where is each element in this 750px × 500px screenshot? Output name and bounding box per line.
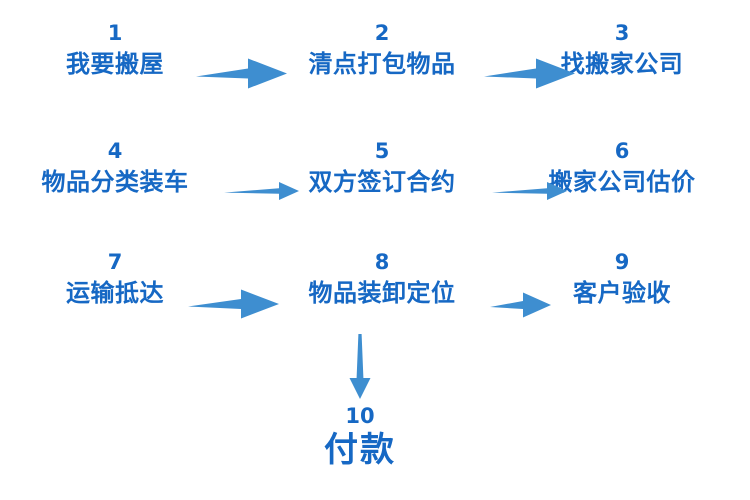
step-label-5: 双方签订合约 — [308, 168, 456, 197]
step-number-1: 1 — [107, 21, 123, 45]
step-node-1: 1 我要搬屋 — [66, 22, 164, 77]
step-node-7: 7 运输抵达 — [66, 251, 164, 306]
step-label-8: 物品装卸定位 — [308, 279, 456, 308]
step-number-3: 3 — [614, 21, 630, 45]
step-label-4: 物品分类装车 — [41, 168, 189, 197]
step-number-6: 6 — [614, 139, 630, 163]
step-label-9: 客户验收 — [573, 279, 671, 308]
step-label-6: 搬家公司估价 — [548, 168, 696, 197]
step-number-4: 4 — [107, 139, 123, 163]
arrow-right-icon-7-to-8 — [188, 288, 280, 320]
arrow-right-icon-2-to-3 — [484, 57, 576, 91]
step-node-2: 2 清点打包物品 — [309, 22, 456, 77]
step-label-2: 清点打包物品 — [308, 50, 456, 79]
arrow-right-icon-8-to-9 — [490, 291, 552, 319]
arrow-right-icon-1-to-2 — [196, 57, 288, 91]
step-number-2: 2 — [374, 21, 390, 45]
step-number-10: 10 — [345, 404, 375, 428]
step-label-3: 找搬家公司 — [560, 50, 684, 79]
step-label-10: 付款 — [324, 430, 396, 471]
step-node-5: 5 双方签订合约 — [309, 140, 456, 195]
step-number-5: 5 — [374, 139, 390, 163]
step-number-8: 8 — [374, 250, 390, 274]
step-label-7: 运输抵达 — [66, 279, 164, 308]
step-number-7: 7 — [107, 250, 123, 274]
arrow-right-icon-4-to-5 — [224, 180, 300, 202]
step-node-3: 3 找搬家公司 — [561, 22, 684, 77]
arrow-down-icon-8-to-10 — [344, 334, 376, 400]
step-number-9: 9 — [614, 250, 630, 274]
step-node-9: 9 客户验收 — [573, 251, 671, 306]
step-node-6: 6 搬家公司估价 — [549, 140, 696, 195]
step-node-10: 10 付款 — [324, 405, 396, 469]
step-label-1: 我要搬屋 — [66, 50, 164, 79]
step-node-8: 8 物品装卸定位 — [309, 251, 456, 306]
step-node-4: 4 物品分类装车 — [42, 140, 189, 195]
arrow-right-icon-5-to-6 — [492, 180, 568, 202]
